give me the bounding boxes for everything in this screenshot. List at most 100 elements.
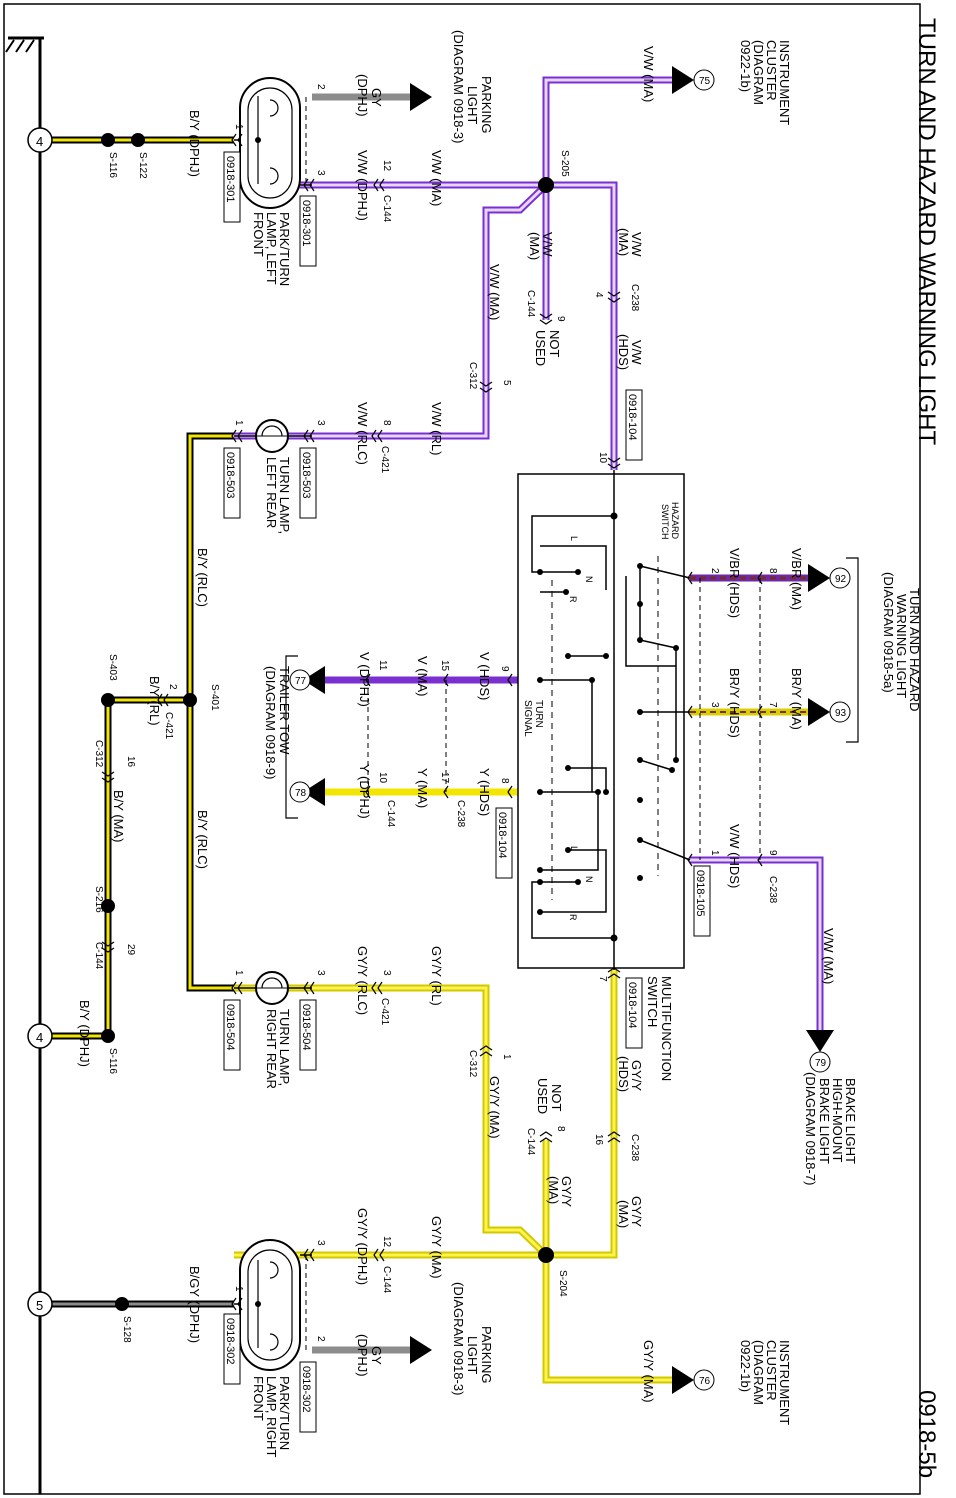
connector-ref: 0918-104 — [626, 982, 638, 1029]
wire-label: GY — [369, 1346, 384, 1365]
connector-dashes — [305, 97, 761, 1350]
pin-number: 2 — [315, 84, 326, 90]
connector-ref: 0918-105 — [694, 870, 706, 917]
connector-id: C-144 — [525, 290, 536, 318]
component-label: PARK/TURN — [277, 1376, 292, 1450]
pin-number: 3 — [709, 702, 720, 708]
ref-number: 76 — [699, 1376, 711, 1387]
wire-label: GY/Y — [629, 1060, 644, 1091]
not-used-label: USED — [533, 330, 548, 366]
splice-id: S-128 — [121, 1316, 132, 1343]
wire-label: V/W — [629, 232, 644, 257]
ref-text: (DIAGRAM 0918-3) — [451, 1282, 466, 1395]
pin-number: 8 — [499, 778, 510, 784]
connector-id: C-238 — [629, 284, 640, 312]
wire-label: (MA) — [546, 1176, 561, 1204]
ground-markers — [27, 127, 53, 1317]
component-label: TURN LAMP, — [277, 457, 292, 534]
wire-label: V/W (RL) — [429, 402, 444, 455]
ref-text: (DIAGRAM — [751, 1340, 766, 1405]
not-used-label: USED — [535, 1078, 550, 1114]
wire-label: V/BR (MA) — [789, 548, 804, 610]
ref-text: WARNING LIGHT — [894, 594, 909, 698]
splice-id: S-204 — [557, 1270, 568, 1297]
wire-label: V (DPHJ) — [357, 652, 372, 707]
wire-label: GY/Y — [629, 1196, 644, 1227]
wire-label: V (MA) — [415, 656, 430, 696]
wire-label: V/W (HDS) — [727, 824, 742, 888]
component-label: PARK/TURN — [277, 212, 292, 286]
ref-text: BRAKE LIGHT — [843, 1078, 858, 1164]
pin-number: 8 — [767, 568, 778, 574]
pin-number: 9 — [499, 666, 510, 672]
splice-points — [101, 133, 554, 1311]
wire-label: B/GY (DPHJ) — [187, 1266, 202, 1343]
wire-label: GY/Y (MA) — [641, 1340, 656, 1403]
pin-number: 1 — [233, 124, 244, 130]
ref-text: HIGH-MOUNT — [830, 1078, 845, 1163]
ref-text: (DIAGRAM 0918-9) — [263, 666, 278, 779]
wire-label: (MA) — [616, 228, 631, 256]
connector-id: C-421 — [379, 998, 390, 1026]
wire-label: V/W (MA) — [487, 264, 502, 320]
connector-id: C-144 — [93, 942, 104, 970]
pin-number: 7 — [767, 702, 778, 708]
ground-id: 4 — [36, 1030, 43, 1045]
turn-signal-label: SIGNAL — [522, 700, 533, 737]
ref-text: PARKING — [479, 76, 494, 134]
ref-text: (DIAGRAM — [751, 40, 766, 105]
not-used-label: NOT — [549, 1084, 564, 1112]
component-label: LAMP, RIGHT — [264, 1376, 279, 1457]
wire-label: V/W (MA) — [429, 150, 444, 206]
wire-label: V/W (RLC) — [355, 402, 370, 465]
pin-number: 8 — [555, 1126, 566, 1132]
park-turn-lamp-right-front — [239, 1239, 301, 1371]
connector-ref: 0918-503 — [224, 452, 236, 499]
ref-text: (DIAGRAM 0918-3) — [451, 30, 466, 143]
pin-number: 7 — [597, 976, 608, 982]
ref-text: INSTRUMENT — [777, 1340, 792, 1425]
ref-text: LIGHT — [465, 86, 480, 124]
component-label: TURN LAMP, — [277, 1009, 292, 1086]
connector-id: C-238 — [629, 1134, 640, 1162]
ref-text: TURN AND HAZARD — [907, 588, 922, 712]
connector-ref-boxes — [223, 151, 711, 1433]
connector-id: C-238 — [767, 876, 778, 904]
ref-number: 79 — [815, 1058, 827, 1069]
pin-number: 12 — [381, 1236, 392, 1248]
pin-number: 10 — [597, 452, 608, 464]
pin-number: 29 — [125, 944, 136, 956]
connector-ref: 0918-301 — [300, 200, 312, 247]
wire-label: BR/Y (MA) — [789, 668, 804, 730]
connector-id: C-312 — [467, 1050, 478, 1078]
pin-number: 3 — [381, 970, 392, 976]
wire-label: (HDS) — [616, 1056, 631, 1092]
park-turn-lamp-left-front — [239, 77, 301, 209]
pin-number: 3 — [315, 170, 326, 176]
wire-label: Y (MA) — [415, 768, 430, 808]
not-used-label: NOT — [547, 330, 562, 358]
ref-bracket — [846, 557, 859, 743]
turn-lamp-right-rear — [255, 971, 289, 1005]
connector-ref: 0918-504 — [300, 1004, 312, 1051]
switch-label: MULTIFUNCTION — [659, 976, 674, 1081]
pin-number: 8 — [381, 420, 392, 426]
wire-label: B/Y (RLC) — [195, 810, 210, 869]
hazard-switch-label: SWITCH — [660, 504, 670, 540]
switch-pos: L — [569, 846, 579, 851]
pin-number: 16 — [125, 756, 136, 768]
ref-text: LIGHT — [465, 1336, 480, 1374]
wire-label: GY/Y (MA) — [487, 1076, 502, 1139]
component-label: FRONT — [251, 212, 266, 257]
wire-label: GY — [369, 88, 384, 107]
wire-label: V/BR (HDS) — [727, 548, 742, 618]
ref-number: 77 — [295, 676, 307, 687]
wire-label: BR/Y (HDS) — [727, 668, 742, 738]
pin-number: 1 — [501, 1054, 512, 1060]
pin-number: 1 — [709, 850, 720, 856]
wire-label: GY/Y (RL) — [429, 946, 444, 1006]
switch-pos: R — [568, 596, 578, 603]
pin-number: 17 — [439, 772, 450, 784]
pin-number: 9 — [555, 316, 566, 322]
connector-id: C-312 — [93, 740, 104, 768]
